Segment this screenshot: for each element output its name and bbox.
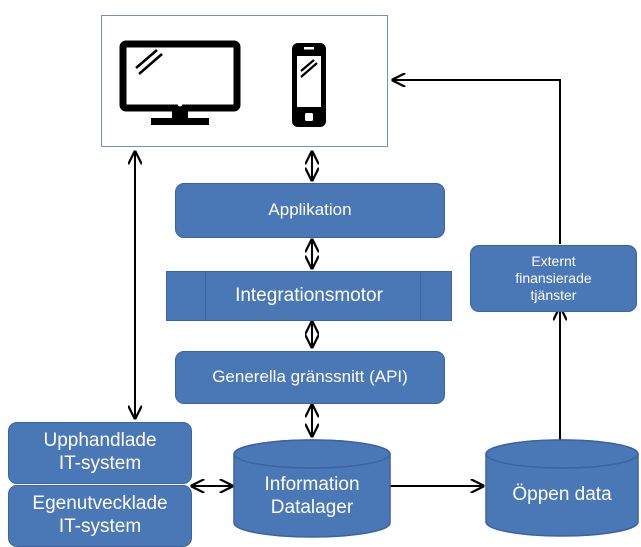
upphandlade-box: Upphandlade IT-system [8,422,192,484]
integrationsmotor-left-bar [205,272,206,320]
oppen-data-label-wrap: Öppen data [486,470,638,520]
egenutvecklade-box: Egenutvecklade IT-system [8,485,192,547]
applikation-label: Applikation [268,200,352,220]
egenutvecklade-label: Egenutvecklade IT-system [32,493,168,537]
api-label: Generella gränssnitt (API) [212,367,408,387]
externt-label: Externt finansierade tjänster [515,253,592,303]
information-label: Information Datalager [264,474,360,518]
integrationsmotor-right-bar [420,272,421,320]
devices-box [101,15,388,147]
desktop-monitor-icon [119,40,241,125]
upphandlade-label: Upphandlade IT-system [43,430,157,474]
smartphone-icon [292,43,326,127]
externt-box: Externt finansierade tjänster [470,245,637,312]
applikation-box: Applikation [175,183,445,238]
integrationsmotor-label: Integrationsmotor [235,284,383,306]
api-box: Generella gränssnitt (API) [175,351,445,404]
oppen-data-label: Öppen data [512,483,612,505]
integrationsmotor-box: Integrationsmotor [166,271,452,321]
information-label-wrap: Information Datalager [234,466,390,528]
arrow-externt-devices [393,80,561,244]
